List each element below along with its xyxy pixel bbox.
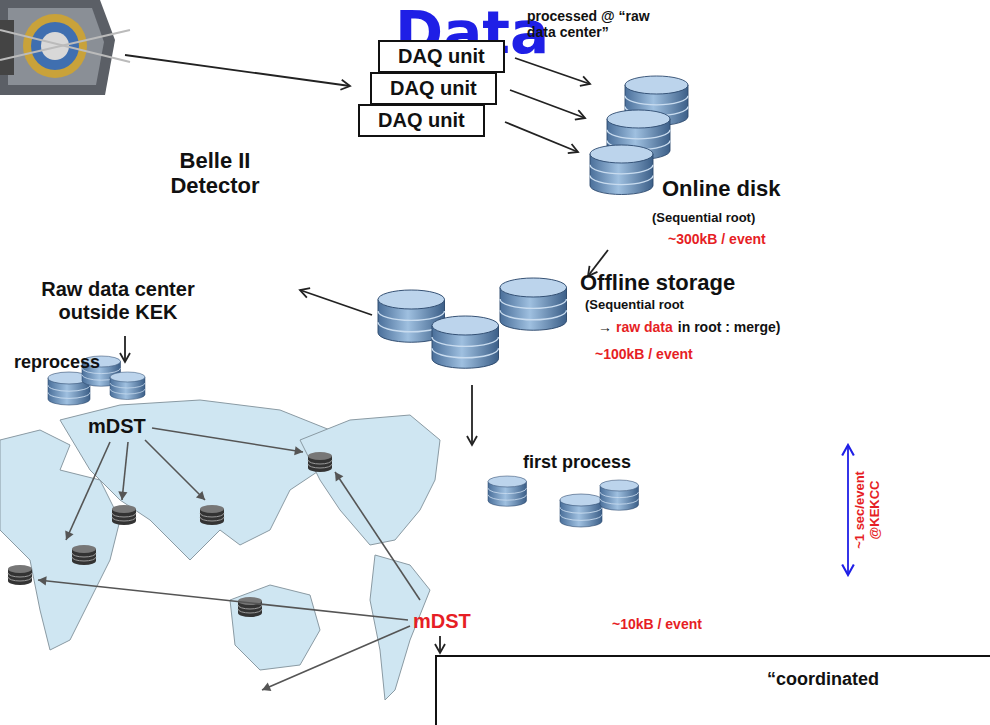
daq-unit-box: DAQ unit [370,72,497,105]
detector-name: Belle II Detector [150,148,280,199]
node-text: DAQ unit [378,109,465,132]
arrow-symbol: → [598,319,612,335]
daq-unit-box: DAQ unit [358,104,485,137]
format-note: in root : merge) [678,319,781,335]
storage-name: Online disk [662,176,781,201]
data-format: mDST [88,415,146,438]
time-arrow [847,445,849,575]
node-text: DAQ unit [390,77,477,100]
size-note: ~10kB / event [612,616,702,632]
data-format: mDST [413,610,471,633]
world-map [0,400,440,700]
storage-name: Offline storage [580,270,735,295]
daq-unit-box: DAQ unit [378,40,505,73]
time-note: ~1 sec/event @KEKCC [853,460,883,560]
size-note: ~100kB / event [595,346,693,362]
step-name: first process [523,452,631,473]
format-note: (Sequential root [585,298,684,313]
distribution-arrows [38,428,420,690]
detector-illustration [0,0,130,95]
size-note: ~300kB / event [668,231,766,247]
node-text: “coordinated [767,669,879,690]
step-name: reprocess [14,352,100,373]
format-note: raw data [616,319,673,335]
coordination-box: “coordinated [435,655,990,725]
node-text: DAQ unit [398,45,485,68]
note: processed @ “raw data center” [527,8,659,40]
format-note: (Sequential root) [652,211,755,226]
site-name: Raw data center outside KEK [28,278,208,324]
flow-arrows [125,55,608,653]
